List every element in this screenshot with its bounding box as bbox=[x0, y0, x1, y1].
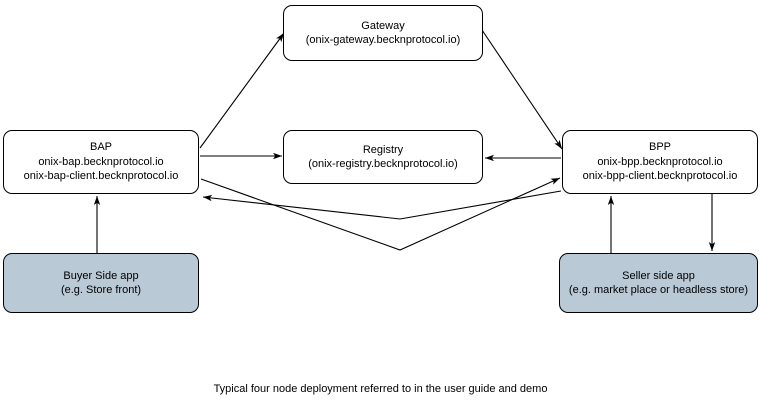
node-bap[interactable]: BAP onix-bap.becknprotocol.io onix-bap-c… bbox=[3, 130, 199, 194]
node-bap-title: BAP bbox=[89, 141, 112, 154]
node-bap-subtitle-2: onix-bap-client.becknprotocol.io bbox=[23, 170, 179, 183]
node-registry-subtitle: (onix-registry.becknprotocol.io) bbox=[308, 158, 458, 170]
node-gateway-title: Gateway bbox=[361, 19, 405, 32]
node-gateway-subtitle: (onix-gateway.becknprotocol.io) bbox=[305, 34, 461, 46]
node-bpp-subtitle: onix-bpp.becknprotocol.io bbox=[597, 155, 723, 168]
edge-bap-to-bpp bbox=[200, 177, 561, 251]
node-registry-title: Registry bbox=[362, 143, 404, 156]
node-seller-side-app-title: Seller side app bbox=[622, 269, 695, 282]
node-seller-side-app[interactable]: Seller side app (e.g. market place or he… bbox=[559, 253, 758, 313]
node-buyer-side-app-title: Buyer Side app bbox=[63, 269, 139, 282]
node-bpp[interactable]: BPP onix-bpp.becknprotocol.io onix-bpp-c… bbox=[562, 130, 758, 194]
node-buyer-side-app-subtitle: (e.g. Store front) bbox=[60, 284, 142, 296]
edge-bpp-to-bap bbox=[202, 190, 562, 220]
node-buyer-side-app[interactable]: Buyer Side app (e.g. Store front) bbox=[3, 253, 199, 313]
edge-bap-to-gateway bbox=[199, 32, 285, 149]
edge-gateway-to-bpp bbox=[481, 29, 563, 150]
node-bpp-title: BPP bbox=[648, 141, 671, 154]
node-bpp-subtitle-2: onix-bpp-client.becknprotocol.io bbox=[582, 170, 738, 183]
node-registry[interactable]: Registry (onix-registry.becknprotocol.io… bbox=[283, 130, 483, 184]
diagram-caption: Typical four node deployment referred to… bbox=[213, 383, 548, 395]
node-gateway[interactable]: Gateway (onix-gateway.becknprotocol.io) bbox=[283, 5, 483, 61]
node-bap-subtitle: onix-bap.becknprotocol.io bbox=[38, 155, 164, 168]
node-seller-side-app-subtitle: (e.g. market place or headless store) bbox=[568, 284, 749, 296]
